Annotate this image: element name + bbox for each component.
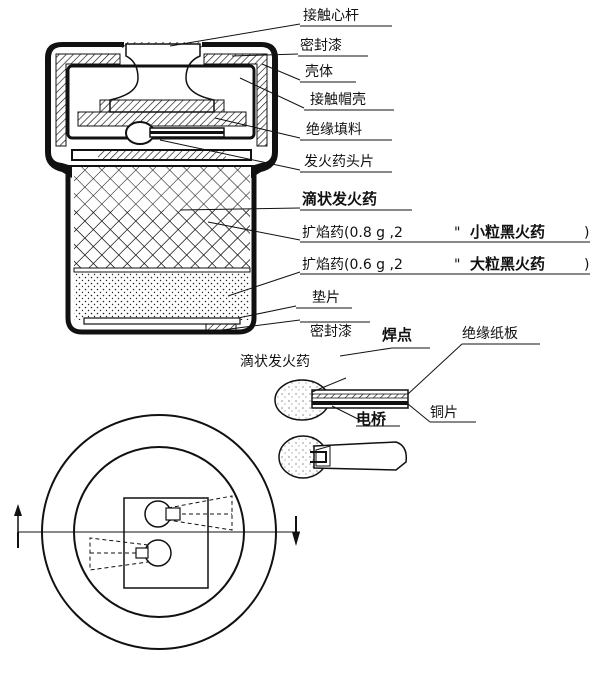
- label-paren-fine: ): [584, 225, 589, 241]
- shell-head-outer: [45, 42, 124, 178]
- label-insulation-filler: 绝缘填料: [306, 122, 362, 138]
- booster-coarse: [74, 272, 250, 320]
- label-insulating-paperboard: 绝缘纸板: [462, 326, 518, 342]
- labels-right: 接触心杆 密封漆 壳体 接触帽壳 绝缘填料 发火药头片 滴状发火药 扩焰药(0.…: [300, 7, 589, 340]
- label-drop-igniter: 滴状发火药: [302, 190, 377, 208]
- label-drop-igniter-detail: 滴状发火药: [240, 353, 310, 370]
- label-paren-coarse: ): [584, 257, 589, 273]
- plan-view: [14, 414, 300, 650]
- label-booster-fine-prefix: 扩焰药(0.8 g ,2: [302, 225, 403, 241]
- label-underlines: [296, 25, 590, 323]
- contact-cap: [66, 64, 256, 140]
- label-grade-mark-fine: ": [454, 225, 460, 241]
- insulation-filler-right: [203, 53, 268, 147]
- label-booster-fine-bold: 小粒黑火药: [470, 223, 545, 241]
- label-grade-mark-coarse: ": [454, 257, 460, 273]
- label-shell: 壳体: [305, 63, 333, 80]
- booster-fine: [74, 210, 250, 270]
- label-booster-coarse-prefix: 扩焰药(0.6 g ,2: [302, 257, 403, 273]
- label-sealing-lacquer-bottom: 密封漆: [310, 323, 352, 340]
- igniter-detail: 滴状发火药 焊点 绝缘纸板 电桥 铜片: [240, 326, 540, 479]
- label-bridge-wire: 电桥: [356, 410, 387, 428]
- shell-body: [65, 166, 257, 335]
- label-contact-cap: 接触帽壳: [310, 91, 366, 108]
- gasket: [83, 317, 241, 325]
- label-booster-coarse-bold: 大粒黑火药: [470, 255, 545, 273]
- shell-head-outer-right: [202, 42, 278, 178]
- label-gasket: 垫片: [312, 290, 340, 306]
- label-contact-rod: 接触心杆: [303, 7, 359, 24]
- leader-lines: [159, 23, 305, 331]
- label-ignition-head: 发火药头片: [304, 154, 374, 170]
- label-copper-sheet: 铜片: [430, 405, 458, 421]
- label-sealing-lacquer-top: 密封漆: [300, 37, 342, 54]
- insulation-filler-left: [55, 53, 121, 147]
- contact-plate: [99, 99, 225, 113]
- plan-square: [123, 497, 209, 589]
- sectional-view: [45, 42, 278, 335]
- label-solder-point: 焊点: [382, 326, 412, 344]
